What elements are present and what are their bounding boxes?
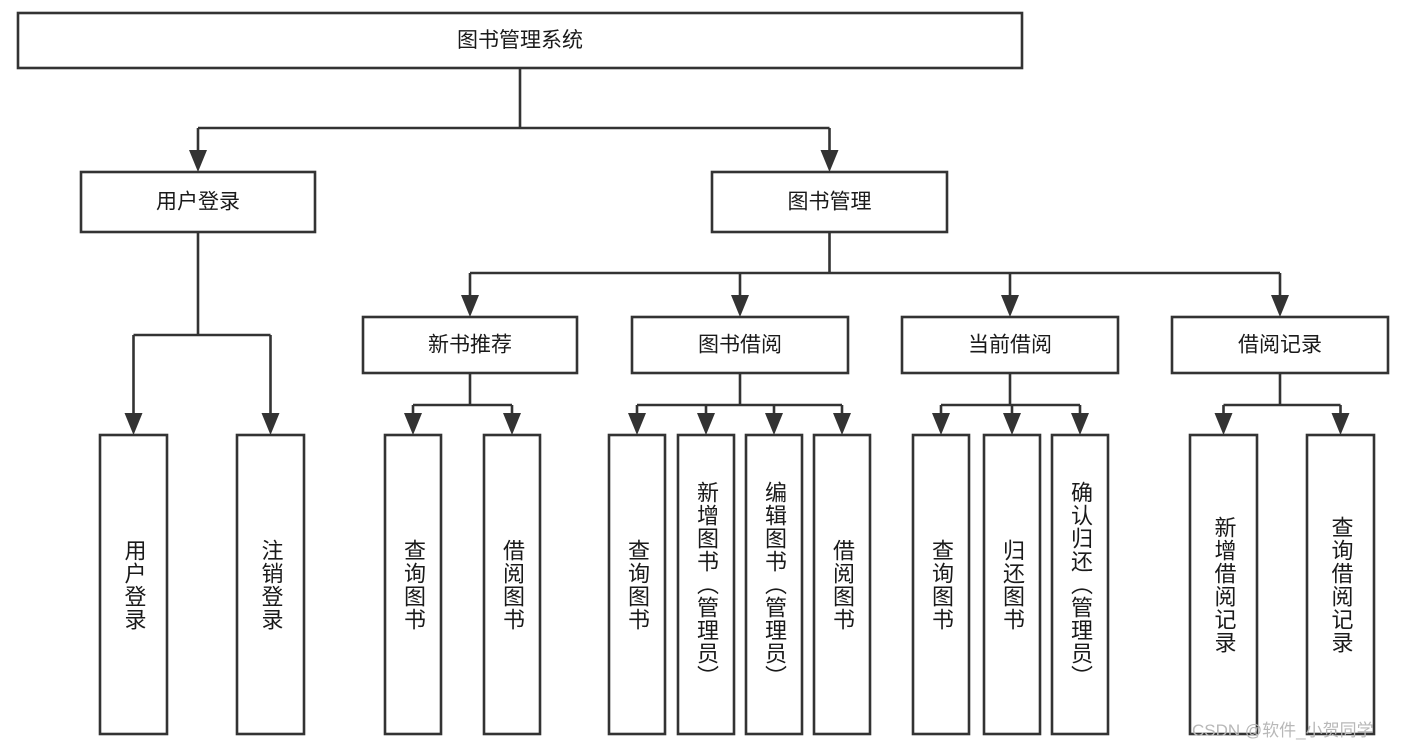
node-label-level3-当前借阅: 当前借阅 <box>968 334 1052 357</box>
node-box-leaf-12-查询借阅记录[interactable] <box>1305 433 1376 736</box>
node-box-root[interactable] <box>16 11 1024 70</box>
arrow-head-借阅记录-1 <box>1331 413 1350 435</box>
node-box-level3-新书推荐[interactable] <box>361 315 579 375</box>
node-box-leaf-2-查询图书[interactable] <box>383 433 443 736</box>
node-label-level3-新书推荐: 新书推荐 <box>428 334 512 357</box>
node-label-level2-图书管理: 图书管理 <box>788 191 872 214</box>
arrow-head-借阅记录-0 <box>1214 413 1233 435</box>
arrow-head-图书管理-3 <box>1271 295 1289 317</box>
node-label-level2-用户登录: 用户登录 <box>156 191 240 214</box>
connector-layer <box>124 68 1350 435</box>
node-box-leaf-5-新增图书管理员[interactable] <box>676 433 736 736</box>
arrow-head-新书推荐-1 <box>503 413 521 435</box>
arrow-head-当前借阅-1 <box>1003 413 1021 435</box>
node-box-leaf-11-新增借阅记录[interactable] <box>1188 433 1259 736</box>
arrow-head-当前借阅-0 <box>932 413 950 435</box>
arrow-head-用户登录-1 <box>261 413 280 435</box>
node-box-level2-用户登录[interactable] <box>79 170 317 234</box>
node-box-leaf-6-编辑图书管理员[interactable] <box>744 433 804 736</box>
node-box-level3-当前借阅[interactable] <box>900 315 1120 375</box>
arrow-head-图书管理-2 <box>1001 295 1019 317</box>
node-box-level3-借阅记录[interactable] <box>1170 315 1390 375</box>
node-box-leaf-8-查询图书[interactable] <box>911 433 971 736</box>
node-box-level3-图书借阅[interactable] <box>630 315 850 375</box>
csdn-watermark: CSDN @软件_小贺同学 <box>1192 721 1374 740</box>
arrow-head-图书借阅-2 <box>765 413 783 435</box>
node-label-level3-图书借阅: 图书借阅 <box>698 334 782 357</box>
arrow-head-图书管理-1 <box>731 295 749 317</box>
arrow-head-新书推荐-0 <box>404 413 422 435</box>
node-box-leaf-7-借阅图书[interactable] <box>812 433 872 736</box>
arrow-head-图书借阅-0 <box>628 413 646 435</box>
arrow-head-图书管理系统-1 <box>820 150 839 172</box>
arrow-head-图书管理系统-0 <box>189 150 207 172</box>
node-label-root: 图书管理系统 <box>457 29 583 52</box>
node-label-level3-借阅记录: 借阅记录 <box>1238 334 1322 357</box>
node-box-leaf-0-用户登录[interactable] <box>98 433 169 736</box>
node-box-leaf-4-查询图书[interactable] <box>607 433 667 736</box>
node-box-level2-图书管理[interactable] <box>710 170 949 234</box>
arrow-head-当前借阅-2 <box>1071 413 1089 435</box>
arrow-head-图书借阅-3 <box>833 413 851 435</box>
node-box-layer <box>16 11 1390 736</box>
node-box-leaf-1-注销登录[interactable] <box>235 433 306 736</box>
arrow-head-用户登录-0 <box>124 413 143 435</box>
arrow-head-图书管理-0 <box>461 295 479 317</box>
node-box-leaf-9-归还图书[interactable] <box>982 433 1042 736</box>
arrow-head-图书借阅-1 <box>697 413 715 435</box>
node-box-leaf-3-借阅图书[interactable] <box>482 433 542 736</box>
node-box-leaf-10-确认归还管理员[interactable] <box>1050 433 1110 736</box>
